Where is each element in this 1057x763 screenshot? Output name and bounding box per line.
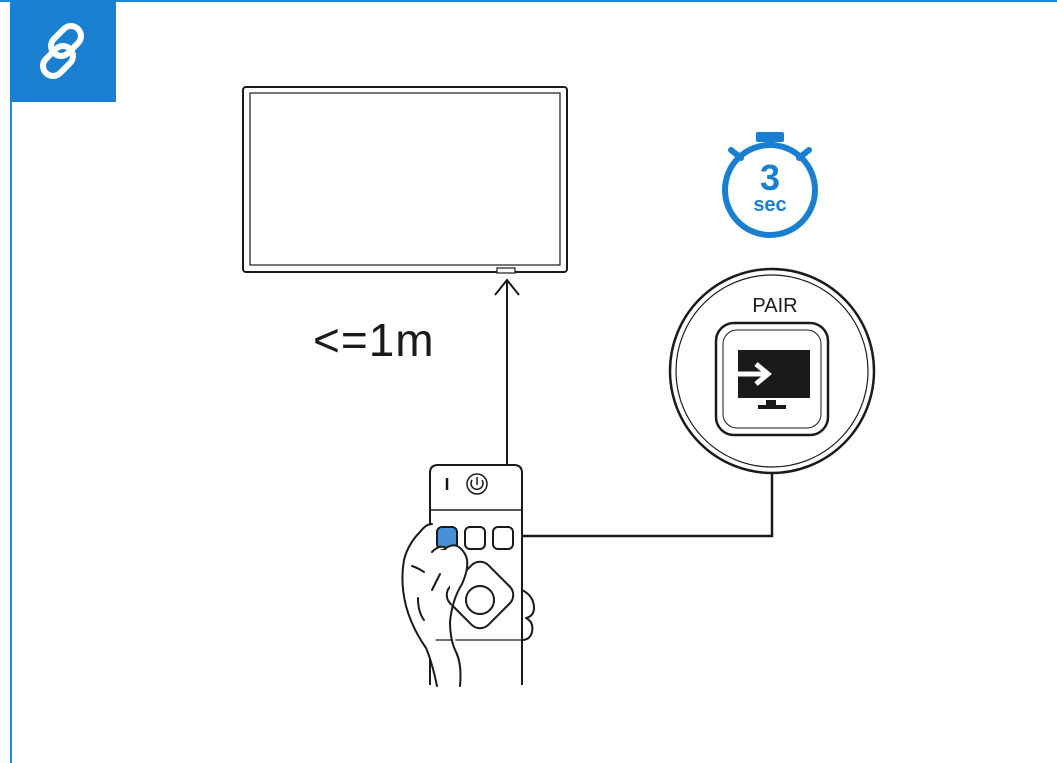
timer-number: 3 bbox=[759, 157, 781, 198]
hand-illustration bbox=[401, 523, 535, 687]
frame-left-border bbox=[10, 0, 12, 763]
tv-illustration bbox=[242, 86, 568, 274]
callout-connector bbox=[521, 473, 774, 538]
timer-unit: sec bbox=[753, 194, 787, 216]
remote-control bbox=[429, 464, 523, 685]
tv-input-icon bbox=[734, 350, 810, 409]
power-icon bbox=[466, 473, 488, 495]
link-badge bbox=[10, 0, 116, 102]
stopwatch-icon bbox=[722, 132, 818, 238]
pair-label: PAIR bbox=[752, 295, 798, 317]
frame-top-border bbox=[0, 0, 1057, 2]
distance-arrow bbox=[494, 278, 520, 464]
link-icon bbox=[40, 23, 84, 79]
distance-label: <=1m bbox=[313, 314, 435, 366]
pair-button-callout bbox=[668, 267, 876, 475]
